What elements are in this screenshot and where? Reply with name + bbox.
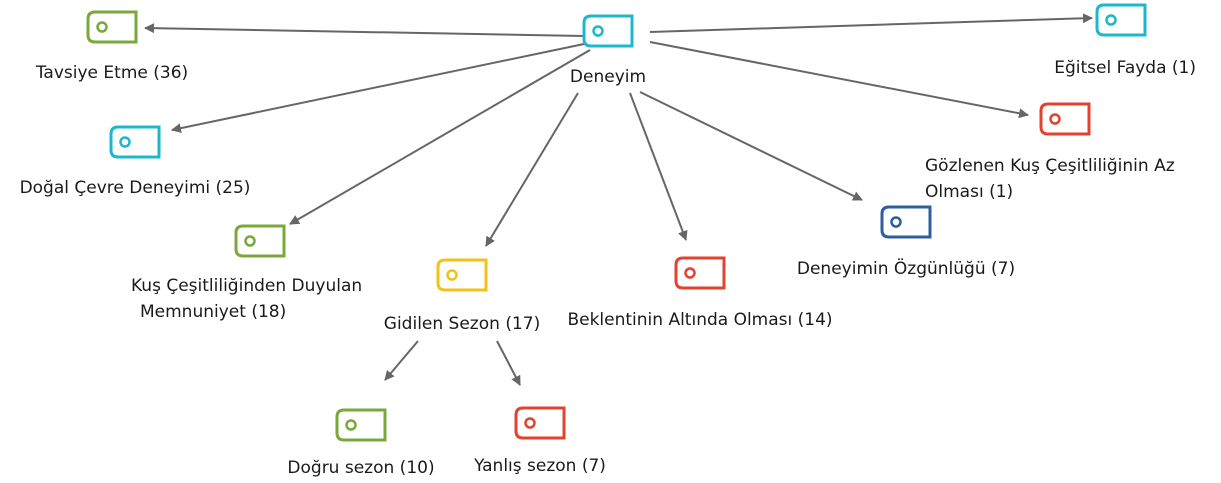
node-label-gozlenen-line1[interactable]: Gözlenen Kuş Çeşitliliğinin Az bbox=[925, 156, 1175, 176]
code-tag-icon-egitsel[interactable] bbox=[1095, 3, 1147, 37]
code-tag-icon-kus[interactable] bbox=[234, 224, 286, 258]
node-label-dogal[interactable]: Doğal Çevre Deneyimi (25) bbox=[19, 178, 251, 198]
node-label-kus-line2[interactable]: Memnuniyet (18) bbox=[140, 302, 287, 322]
edges-layer bbox=[144, 13, 1093, 386]
node-label-kus-line1[interactable]: Kuş Çeşitliliğinden Duyulan bbox=[131, 276, 363, 296]
node-label-tavsiye[interactable]: Tavsiye Etme (36) bbox=[35, 63, 189, 83]
node-label-ozgun[interactable]: Deneyimin Özgünlüğü (7) bbox=[796, 259, 1016, 279]
edge-arrow-root-to-dogal bbox=[171, 43, 585, 134]
edge-arrow-root-to-egitsel bbox=[649, 13, 1093, 33]
code-tag-icon-dogal[interactable] bbox=[109, 125, 161, 159]
code-tag-icon-tavsiye[interactable] bbox=[86, 10, 138, 44]
node-label-yanlis[interactable]: Yanlış sezon (7) bbox=[474, 456, 606, 476]
code-tag-icon-gozlenen[interactable] bbox=[1039, 102, 1091, 136]
edge-arrow-root-to-tavsiye bbox=[144, 23, 585, 37]
node-label-egitsel[interactable]: Eğitsel Fayda (1) bbox=[1054, 58, 1196, 78]
code-tag-icon-gidilen[interactable] bbox=[436, 258, 488, 292]
code-tag-icon-dogru[interactable] bbox=[335, 408, 387, 442]
node-label-gozlenen-line2[interactable]: Olması (1) bbox=[925, 182, 1014, 202]
node-label-beklenti[interactable]: Beklentinin Altında Olması (14) bbox=[567, 310, 833, 330]
icons-layer bbox=[86, 3, 1147, 442]
node-label-gidilen[interactable]: Gidilen Sezon (17) bbox=[383, 314, 541, 334]
code-tag-icon-ozgun[interactable] bbox=[880, 205, 932, 239]
code-tag-icon-root[interactable] bbox=[582, 14, 634, 48]
edge-arrow-gidilen-to-yanlis bbox=[496, 340, 521, 386]
edge-arrow-root-to-gozlenen bbox=[649, 41, 1029, 119]
edge-arrow-gidilen-to-dogru bbox=[384, 340, 419, 381]
edge-arrow-root-to-kus bbox=[289, 49, 591, 225]
node-label-root[interactable]: Deneyim bbox=[569, 67, 647, 87]
node-label-dogru[interactable]: Doğru sezon (10) bbox=[287, 458, 435, 478]
edge-arrow-root-to-gidilen bbox=[485, 92, 579, 247]
edge-arrow-root-to-ozgun bbox=[639, 91, 863, 201]
code-tag-icon-yanlis[interactable] bbox=[514, 406, 566, 440]
code-tag-icon-beklenti[interactable] bbox=[674, 256, 726, 290]
edge-arrow-root-to-beklenti bbox=[629, 92, 688, 241]
